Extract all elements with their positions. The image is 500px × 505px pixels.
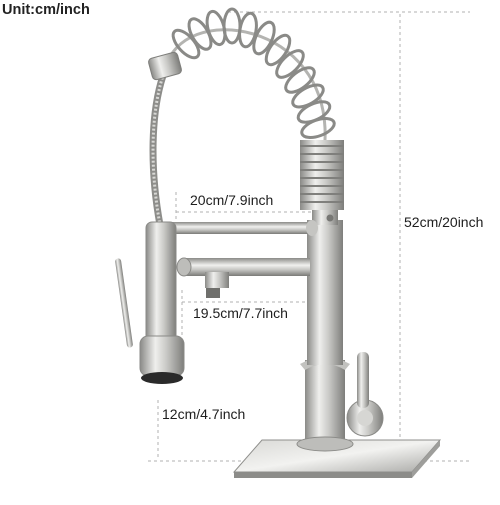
faucet-column	[307, 205, 343, 365]
lower-spout-reach-label: 19.5cm/7.7inch	[193, 305, 288, 321]
lower-spout-arm	[176, 257, 310, 298]
base-height-label: 12cm/4.7inch	[162, 406, 246, 422]
faucet-handle	[346, 352, 384, 437]
upper-spout-arm	[170, 220, 318, 236]
upper-spout-reach-label: 20cm/7.9inch	[190, 192, 274, 208]
spray-hose	[148, 51, 182, 226]
unit-label: Unit:cm/inch	[2, 2, 90, 18]
dimension-lines	[148, 11, 470, 462]
deck-plate	[232, 439, 442, 478]
spray-head	[115, 221, 185, 384]
total-height-label: 52cm/20inch	[404, 214, 484, 230]
faucet-base	[296, 357, 354, 452]
spring-coil-lower	[300, 140, 344, 210]
spring-arch	[163, 7, 336, 141]
